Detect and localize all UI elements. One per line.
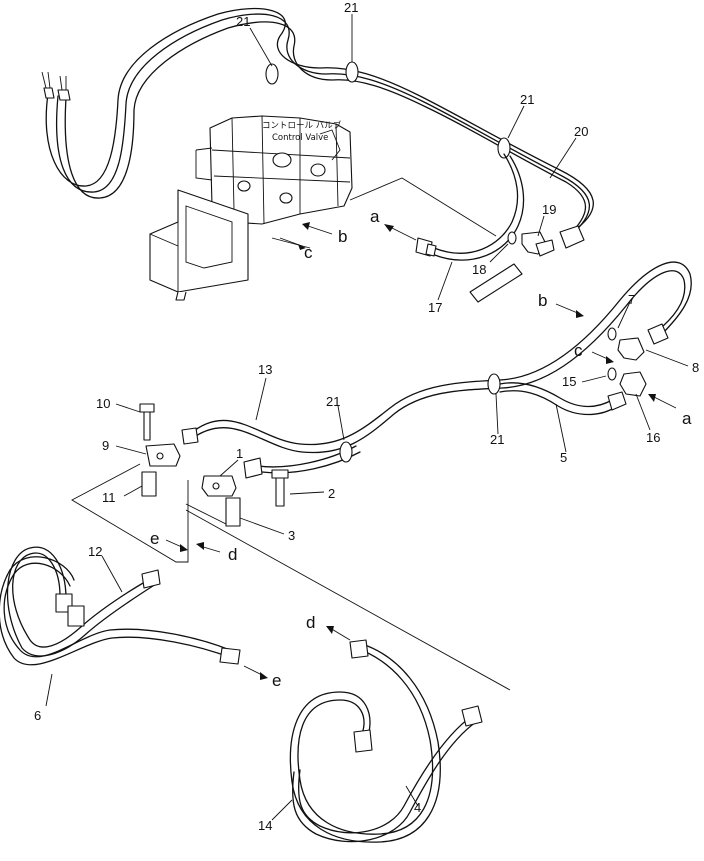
connection-a: a [370,207,380,226]
callout-21: 21 [344,0,358,15]
callout-21: 21 [326,394,340,409]
callout-21: 21 [520,92,534,107]
connection-e: e [150,529,159,548]
callout-14: 14 [258,818,272,833]
callout-2: 2 [328,486,335,501]
connection-a: a [682,409,692,428]
small-parts [71,403,511,691]
callout-4: 4 [414,800,421,815]
callout-13: 13 [258,362,272,377]
valve-label-english: Control Valve [272,133,328,143]
callout-19: 19 [542,202,556,217]
middle-hose-routing [181,261,692,479]
callout-leaders [45,14,689,821]
callout-17: 17 [428,300,442,315]
guide-line-b [349,177,497,237]
connection-c: c [304,243,313,262]
connection-arrows [165,222,677,680]
callout-6: 6 [34,708,41,723]
lower-hose-routing [0,546,483,843]
callout-20: 20 [574,124,588,139]
callout-11: 11 [102,490,116,505]
callout-10: 10 [96,396,110,411]
connection-b: b [338,227,347,246]
upper-hose-routing [41,7,594,249]
callout-16: 16 [646,430,660,445]
connection-d: d [306,613,315,632]
callout-3: 3 [288,528,295,543]
callout-9: 9 [102,438,109,453]
callout-1: 1 [236,446,243,461]
connection-b: b [538,291,547,310]
callout-21: 21 [490,432,504,447]
connection-e: e [272,671,281,690]
guide-line-c [271,237,311,249]
connection-d: d [228,545,237,564]
callout-5: 5 [560,450,567,465]
right-fittings [607,327,647,397]
valve-label-japanese: コントロール バルブ [262,120,342,131]
callout-21: 21 [236,14,250,29]
callout-8: 8 [692,360,699,375]
connection-c: c [574,341,583,360]
callout-7: 7 [628,292,635,307]
callout-12: 12 [88,544,102,559]
hose-17 [415,153,555,303]
control-valve [149,115,353,301]
callout-18: 18 [472,262,486,277]
callout-15: 15 [562,374,576,389]
